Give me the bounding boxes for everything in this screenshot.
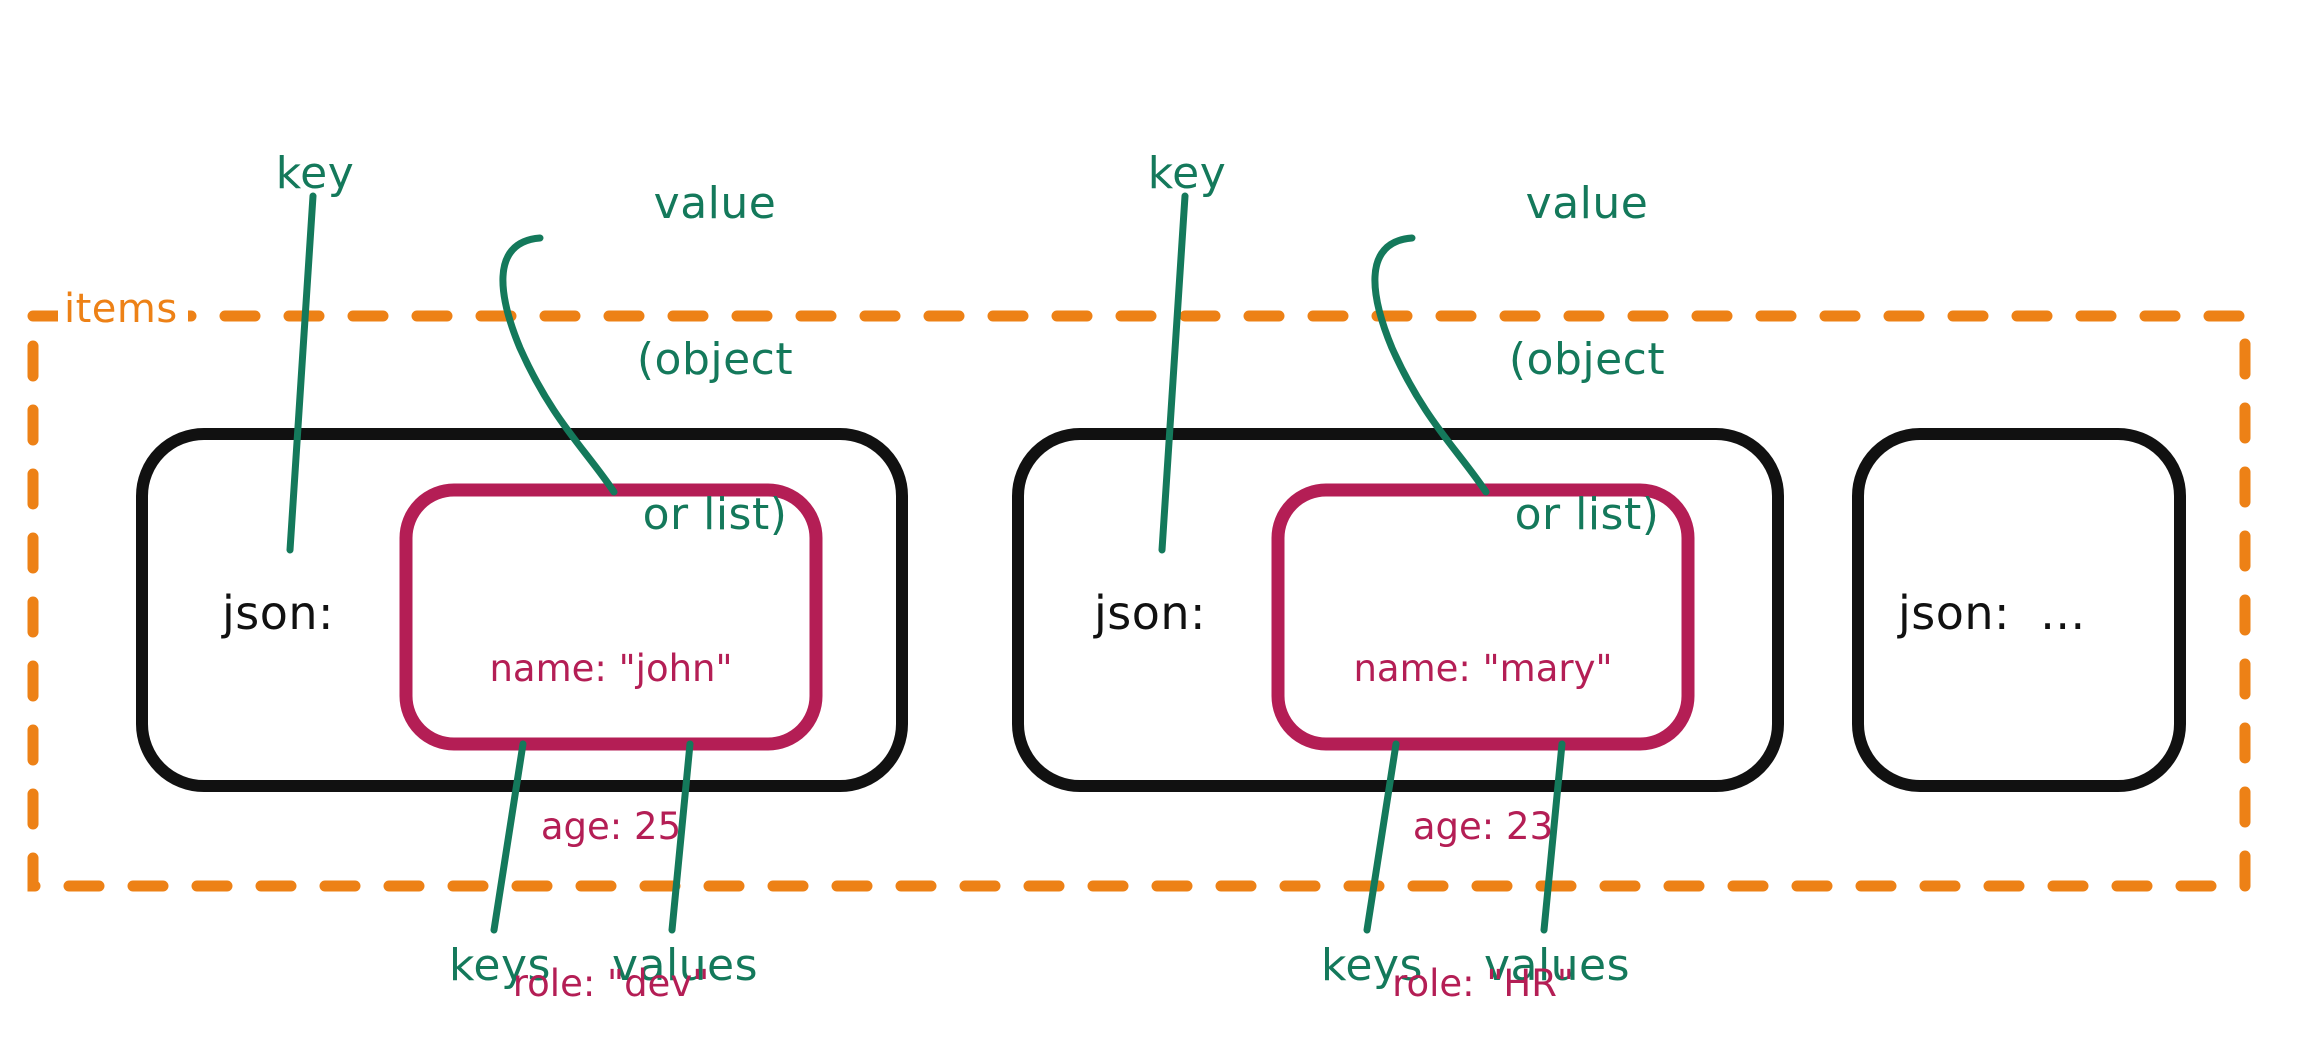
annotation-value-2-line1: value [1525, 177, 1649, 229]
annotation-value-2-line3: or list) [1514, 489, 1660, 541]
annotation-value-1: value (object or list) [600, 74, 830, 645]
card-1-json-label: json: [222, 586, 335, 640]
card-2-json-label: json: [1094, 586, 1207, 640]
card-2-entry-2: role: "HR" [1392, 962, 1574, 1006]
card-2-entries: name: "mary" age: 23 role: "HR" [1278, 538, 1688, 1058]
annotation-value-1-line1: value [653, 177, 777, 229]
card-2-entry-1: age: 23 [1412, 804, 1554, 848]
connector-value-1 [499, 234, 618, 496]
connector-value-2 [1371, 234, 1490, 496]
connector-key-2 [1158, 192, 1189, 554]
annotation-keys-1: keys [449, 940, 551, 991]
annotation-key-1: key [275, 148, 355, 199]
connector-key-1 [286, 192, 317, 554]
card-1-entry-0: name: "john" [489, 647, 733, 691]
annotation-value-2-line2: (object [1508, 333, 1666, 385]
card-1-entries: name: "john" age: 25 role: "dev" [406, 538, 816, 1058]
card-3-json-label: json: ... [1898, 586, 2086, 640]
card-2-entry-0: name: "mary" [1353, 647, 1613, 691]
annotation-values-1: values [611, 940, 759, 991]
annotation-value-1-line3: or list) [642, 489, 788, 541]
annotation-keys-2: keys [1321, 940, 1423, 991]
card-1-entry-2: role: "dev" [512, 962, 710, 1006]
annotation-key-2: key [1147, 148, 1227, 199]
annotation-value-1-line2: (object [636, 333, 794, 385]
annotation-values-2: values [1483, 940, 1631, 991]
card-1-entry-1: age: 25 [540, 804, 682, 848]
annotation-value-2: value (object or list) [1472, 74, 1702, 645]
items-container-label: items [58, 286, 188, 334]
